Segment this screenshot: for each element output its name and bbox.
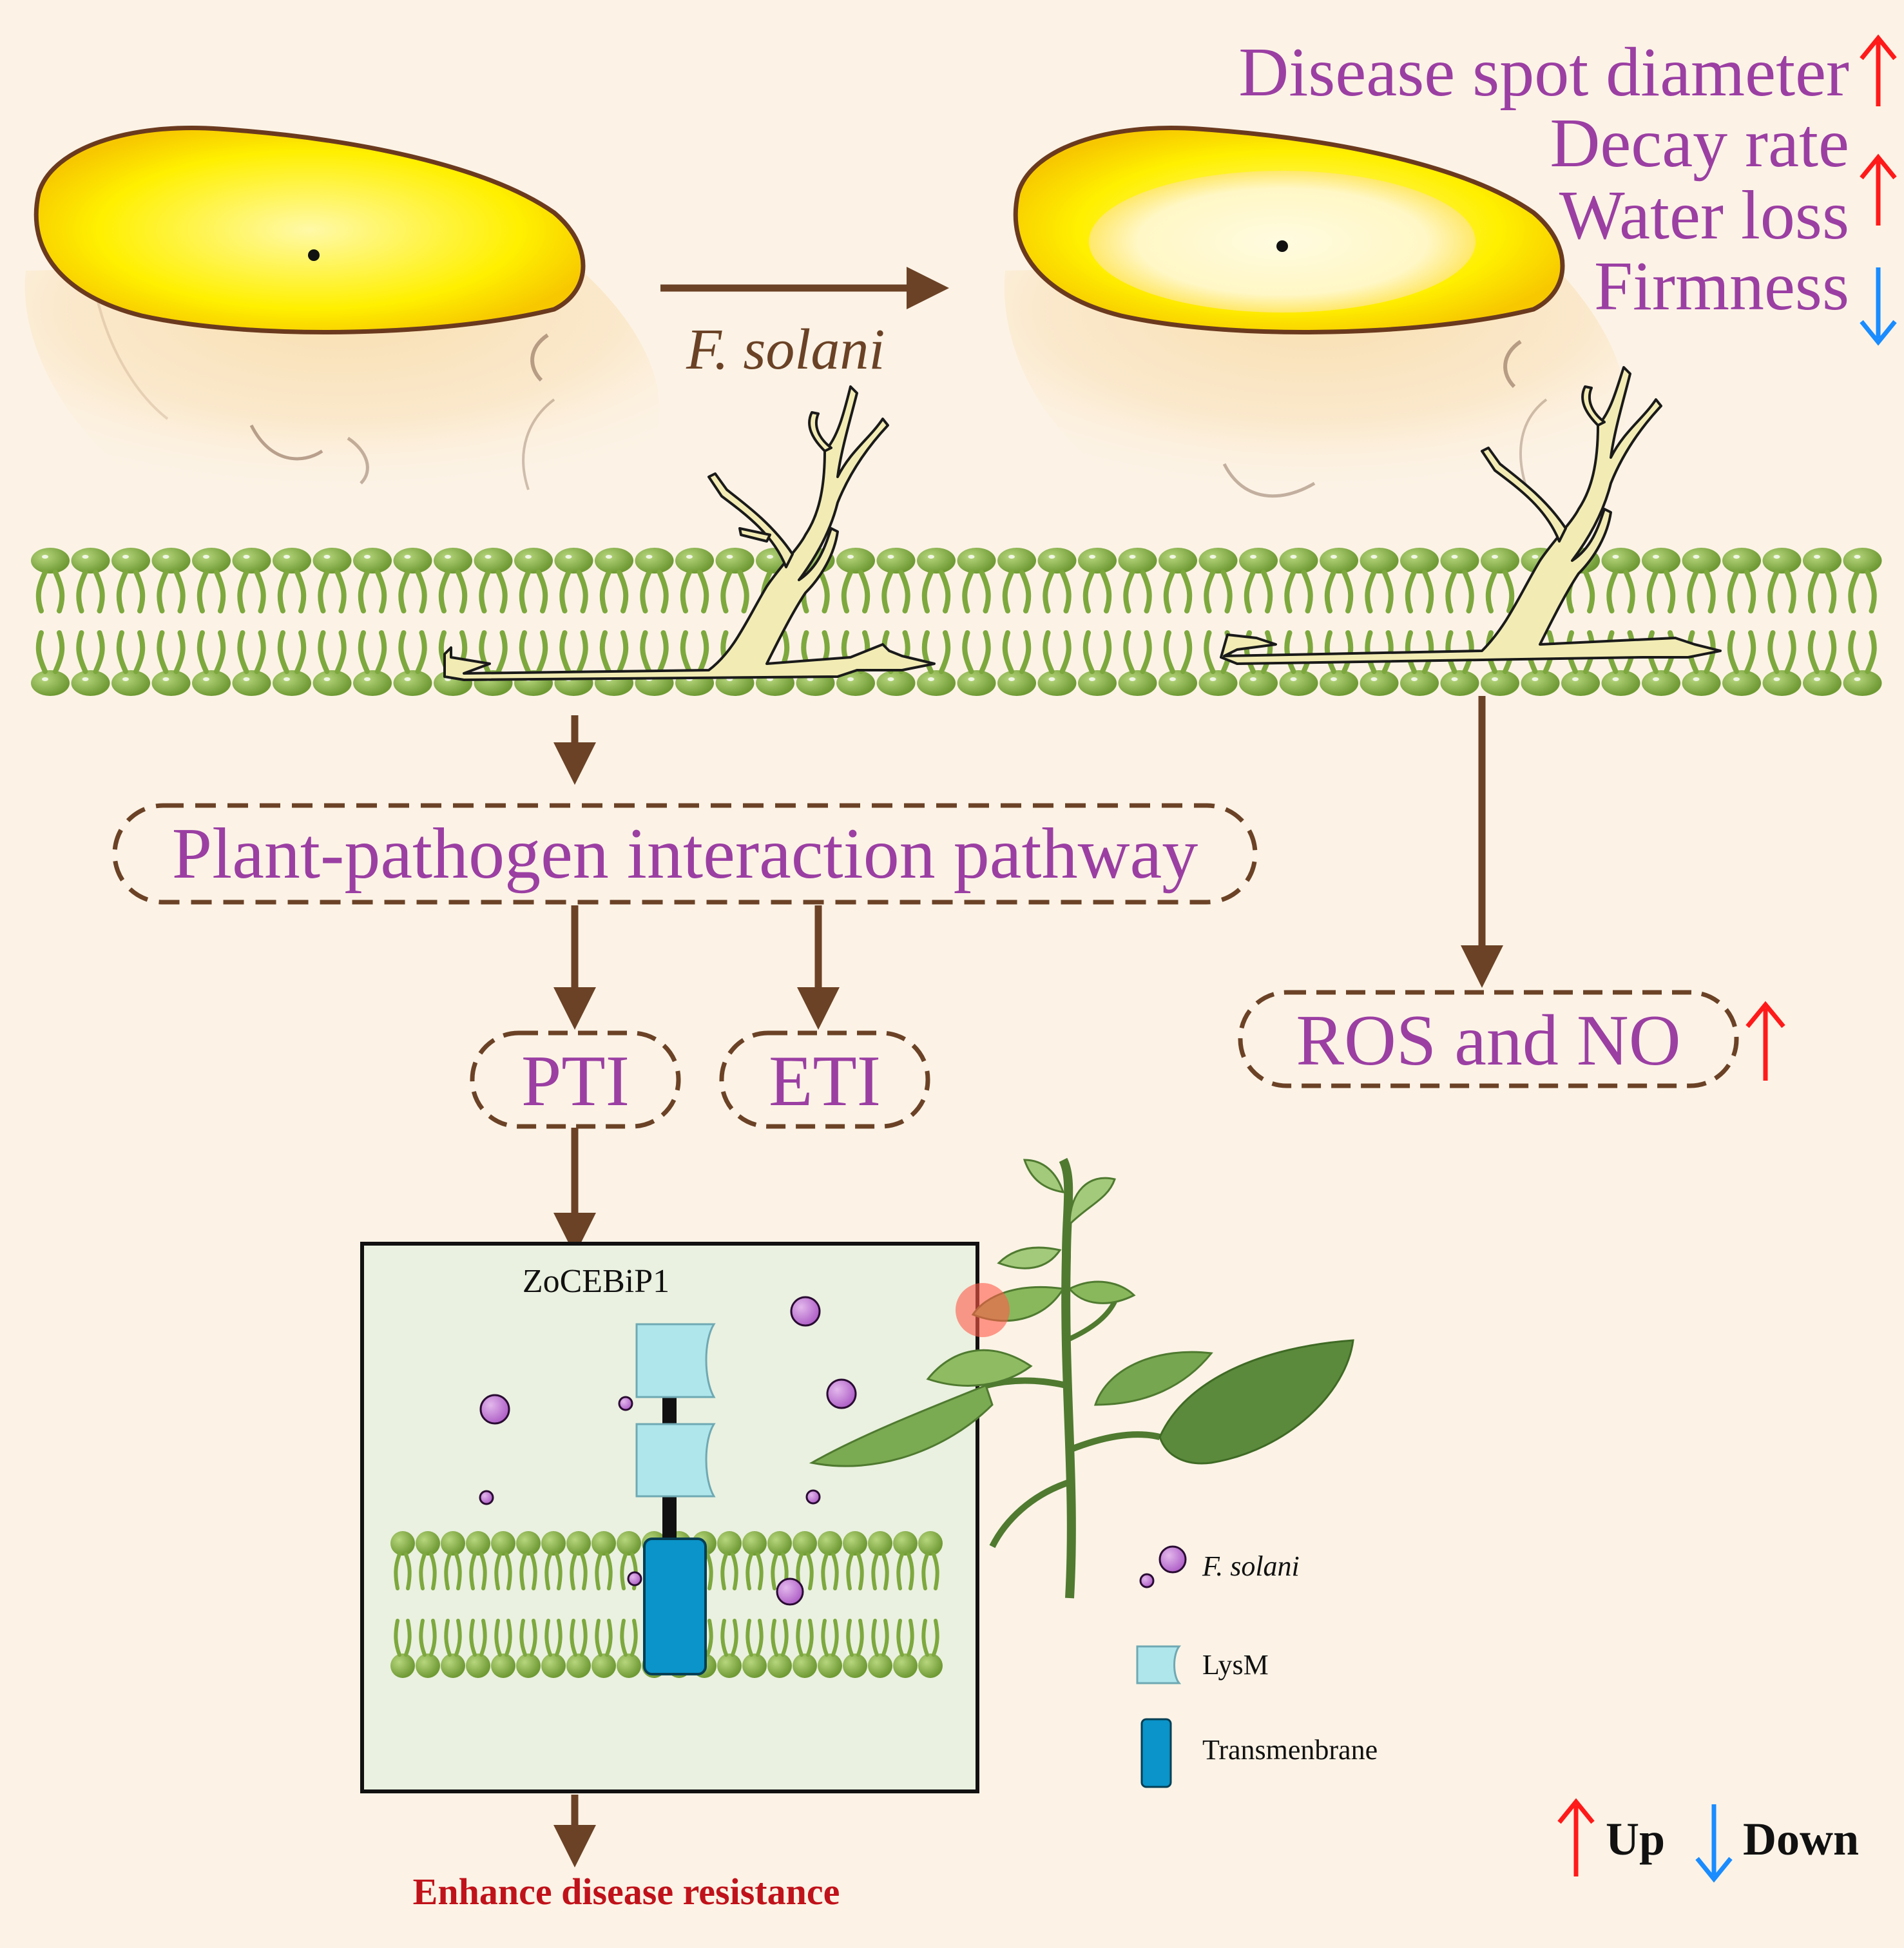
legend-transmembrane-label: Transmenbrane (1202, 1734, 1378, 1766)
pathogen-label: F. solani (686, 318, 885, 381)
leaf (926, 1349, 1033, 1387)
ros-node (1238, 990, 1739, 1088)
legend-down-label: Down (1743, 1813, 1859, 1865)
down-arrow-icon (1695, 1804, 1733, 1883)
lysm-domain-icon (635, 1323, 716, 1398)
leaf (809, 1384, 994, 1467)
up-arrow-icon (1860, 34, 1897, 106)
legend-up-label: Up (1606, 1813, 1665, 1865)
symptom-firmness: Firmness (1594, 248, 1849, 325)
healthy-flesh (34, 125, 586, 334)
symptom-water-loss: Water loss (1559, 177, 1849, 254)
inoculation-point (308, 249, 320, 261)
receptor-title: ZoCEBiP1 (523, 1263, 669, 1300)
fungal-particle-icons (479, 1296, 857, 1606)
lysm-legend-icon (1136, 1645, 1182, 1684)
leaf (1159, 1339, 1354, 1465)
legend-fsolani-label: F. solani (1202, 1550, 1300, 1582)
ros-label: ROS and NO (1296, 1001, 1680, 1081)
up-arrow-icon (1557, 1798, 1595, 1876)
leaf (1093, 1351, 1213, 1406)
leaf (1068, 1177, 1116, 1227)
eti-node (719, 1030, 930, 1129)
infection-site-marker (956, 1283, 1010, 1337)
fungal-hyphae-right (1220, 366, 1722, 665)
up-arrow-icon (1860, 153, 1897, 226)
fungal-hyphae-left (443, 385, 936, 681)
inoculation-point (1276, 240, 1288, 252)
legend: F. solani LysM Transmenbrane Up Down (1136, 1545, 1859, 1883)
transmembrane-domain-icon (643, 1538, 707, 1675)
fsolani-legend-icon (1139, 1545, 1187, 1588)
pathway-node (112, 803, 1258, 905)
infected-tuber (1004, 125, 1626, 512)
leaf (1068, 1280, 1136, 1304)
symptom-decay-rate: Decay rate (1550, 105, 1849, 182)
healthy-tuber (24, 125, 660, 512)
receptor-box: ZoCEBiP1 (360, 1242, 979, 1793)
outcome-label: Enhance disease resistance (413, 1871, 840, 1913)
ginger-plant (809, 1157, 1354, 1599)
down-arrow-icon (1860, 267, 1897, 346)
transmembrane-legend-icon (1140, 1718, 1172, 1788)
up-arrow-icon (1745, 1001, 1785, 1081)
eti-label: ETI (769, 1041, 881, 1121)
pti-label: PTI (521, 1041, 630, 1121)
pathway-label: Plant-pathogen interaction pathway (172, 814, 1198, 894)
legend-lysm-label: LysM (1202, 1649, 1269, 1681)
symptom-disease-spot: Disease spot diameter (1238, 34, 1849, 111)
pti-node (470, 1030, 681, 1129)
symptom-list: Disease spot diameter Decay rate Water l… (1238, 34, 1897, 346)
leaf (997, 1246, 1062, 1269)
lysm-domain-icon (635, 1423, 716, 1498)
leaf (1023, 1159, 1065, 1193)
